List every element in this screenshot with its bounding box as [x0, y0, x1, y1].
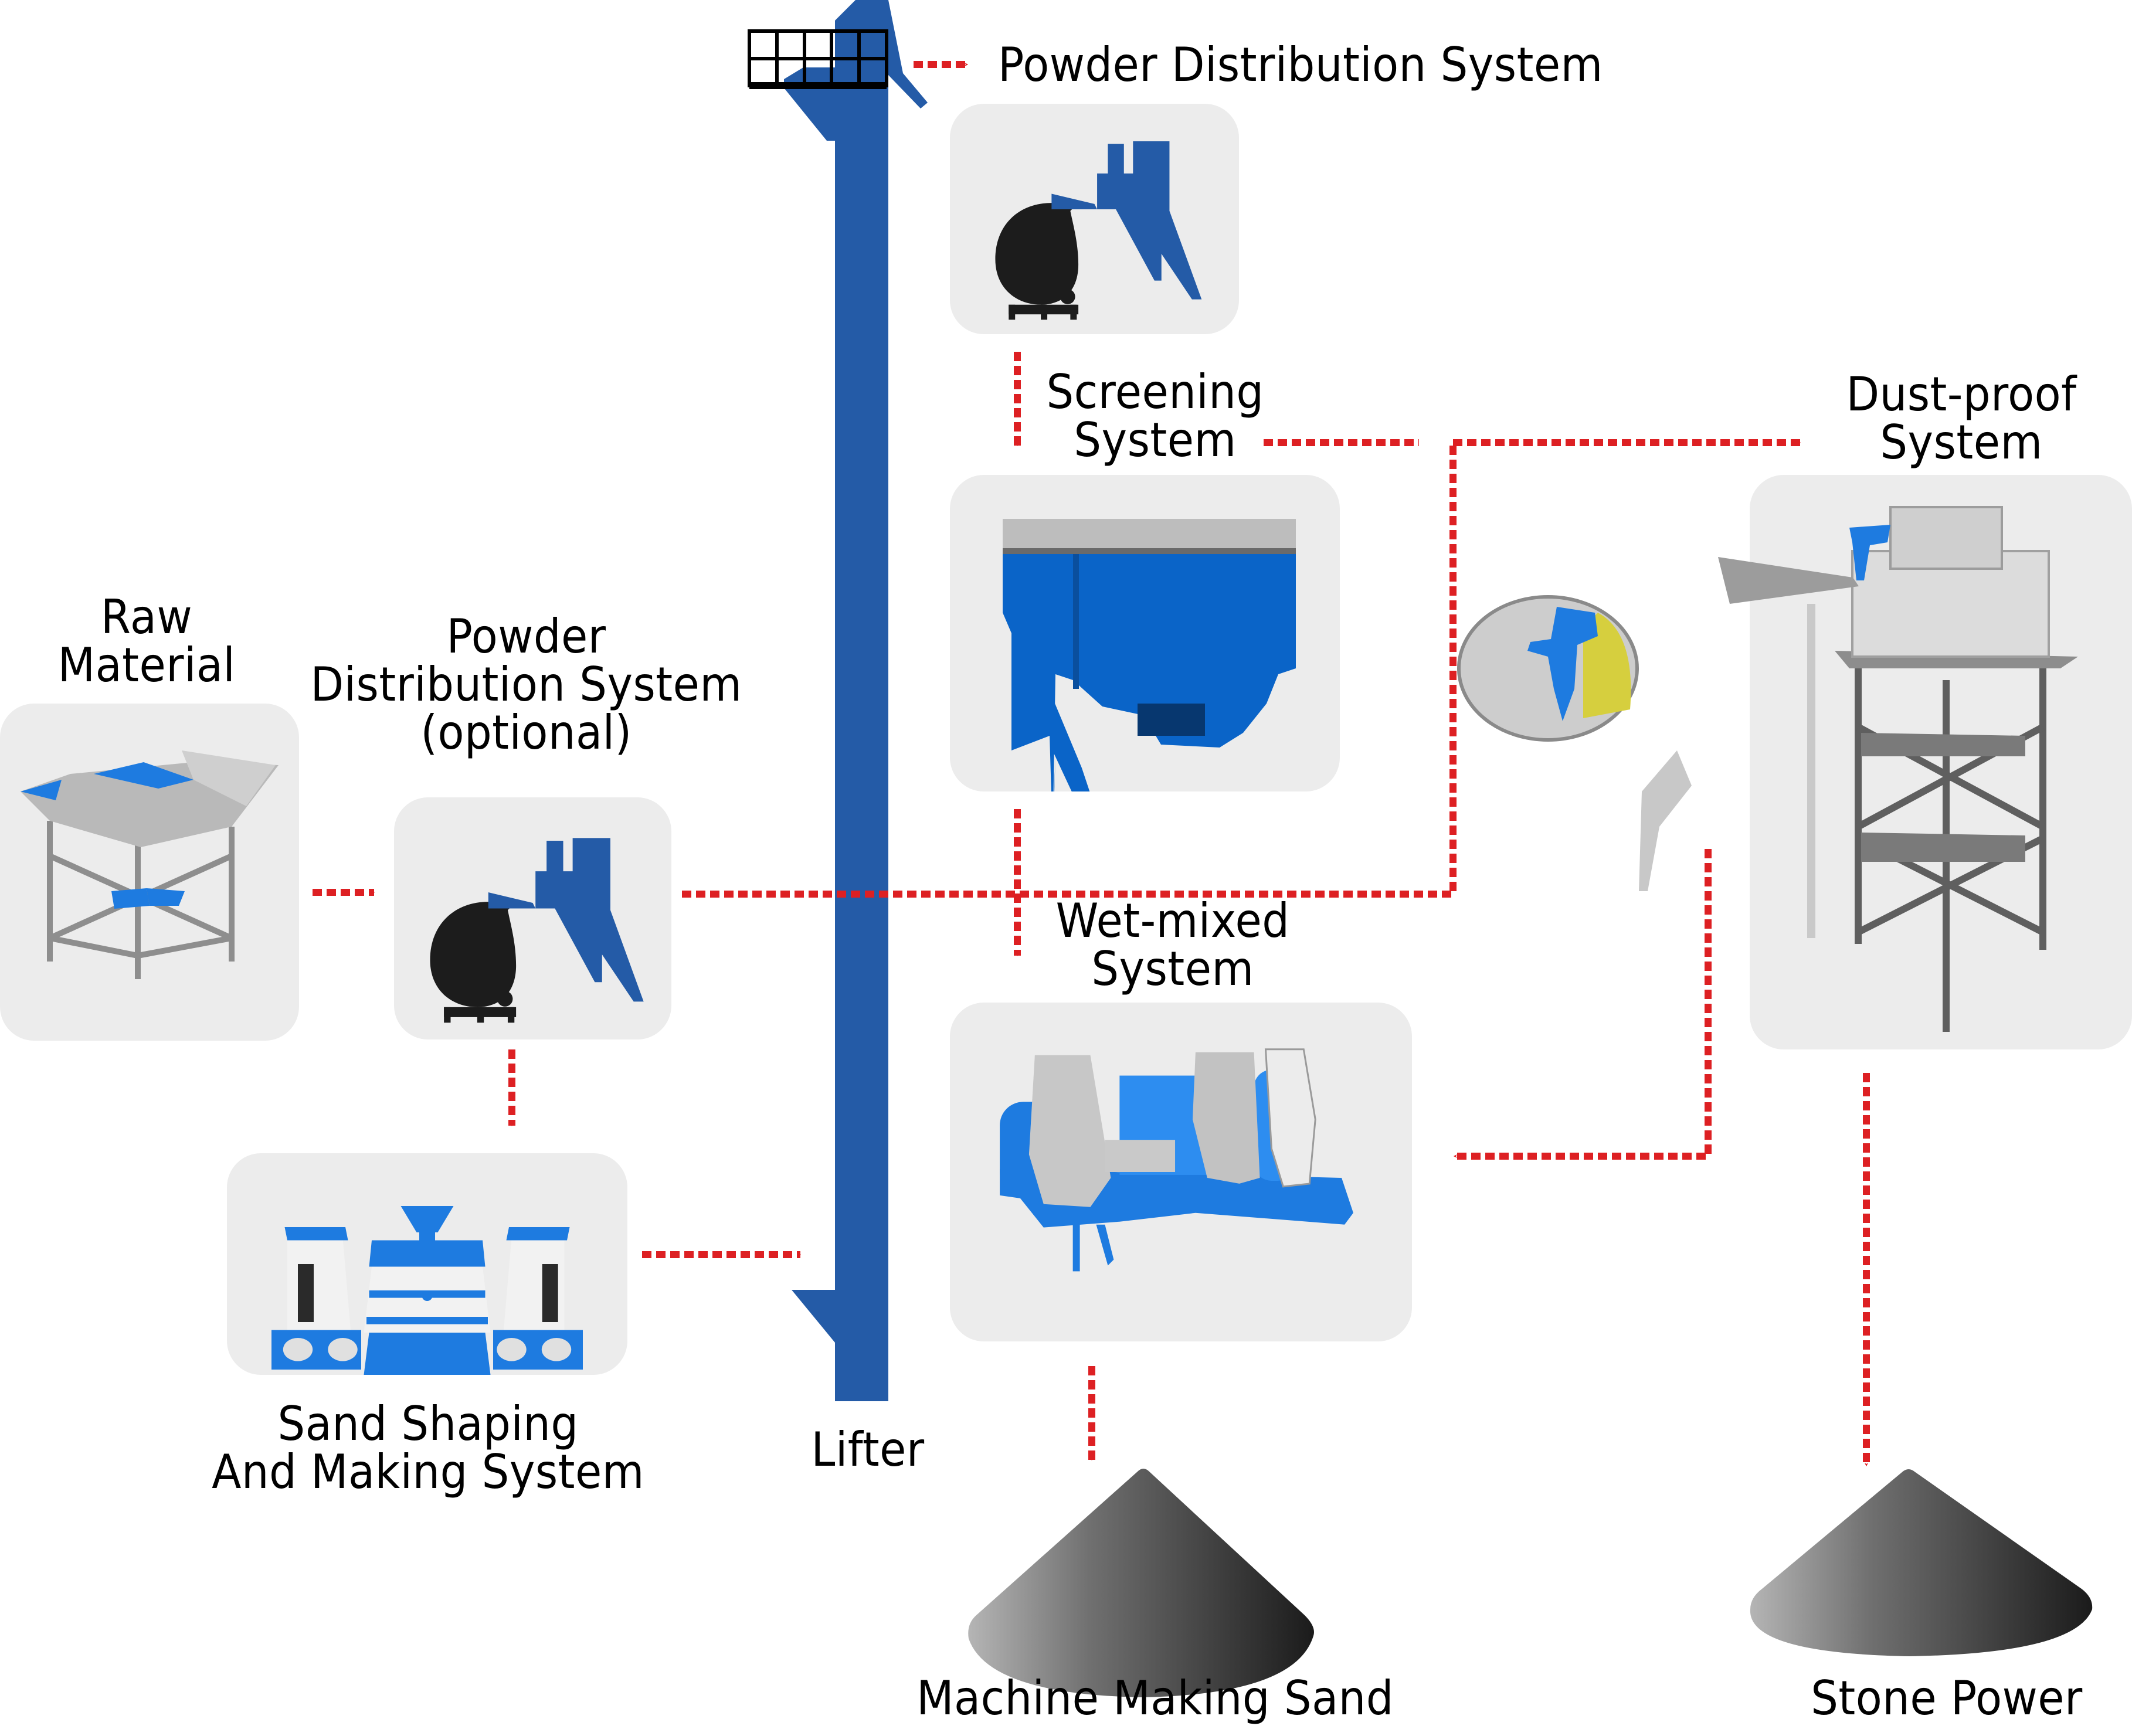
- sand-pile-icon: [968, 1469, 1314, 1697]
- hopper-feeder-icon: [21, 750, 279, 979]
- label-lifter: Lifter: [811, 1422, 925, 1477]
- vibrating-screen-icon: [1003, 519, 1296, 791]
- label-dust-proof: Dust-proof System: [1846, 367, 2077, 470]
- bucket-elevator-icon: [784, 0, 928, 1401]
- arrow-powder-optional-to-dust-proof: [680, 446, 1457, 898]
- flow-arrows: [313, 61, 1870, 1467]
- air-classifier-icon: [995, 141, 1202, 320]
- card-dust-proof[interactable]: [1750, 475, 2132, 1049]
- label-screening: Screening System: [1046, 365, 1264, 467]
- label-stone-powder: Stone Power: [1811, 1671, 2083, 1725]
- card-powder-optional[interactable]: [394, 797, 671, 1039]
- card-powder-distribution[interactable]: [950, 104, 1239, 334]
- air-classifier-icon: [430, 838, 644, 1023]
- label-raw-material: Raw Material: [57, 590, 236, 692]
- wet-mixer-icon: [1000, 1048, 1353, 1272]
- label-sand-shaping: Sand Shaping And Making System: [212, 1397, 644, 1499]
- distribution-grid-icon: [748, 29, 888, 89]
- lifter-shaft: [835, 21, 888, 1401]
- arrow-dust-proof-to-wet-mixed: [1453, 849, 1712, 1160]
- label-wet-mixed: Wet-mixed System: [1055, 894, 1290, 996]
- vsi-sand-maker-icon: [271, 1206, 583, 1375]
- card-wet-mixed[interactable]: [950, 1003, 1412, 1341]
- powder-pile-icon: [1750, 1469, 2093, 1656]
- lifter-head: [835, 0, 928, 108]
- lifter-discharge: [784, 67, 835, 141]
- card-sand-shaping[interactable]: [227, 1153, 627, 1375]
- lifter-boot-inlet: [792, 1290, 835, 1343]
- label-machine-sand: Machine Making Sand: [916, 1671, 1394, 1725]
- dust-collector-icon: [1807, 506, 2078, 1032]
- label-powder-optional: Powder Distribution System (optional): [310, 609, 742, 760]
- label-powder-distribution: Powder Distribution System: [998, 38, 1603, 92]
- card-screening[interactable]: [950, 475, 1340, 791]
- card-raw-material[interactable]: [0, 704, 299, 1041]
